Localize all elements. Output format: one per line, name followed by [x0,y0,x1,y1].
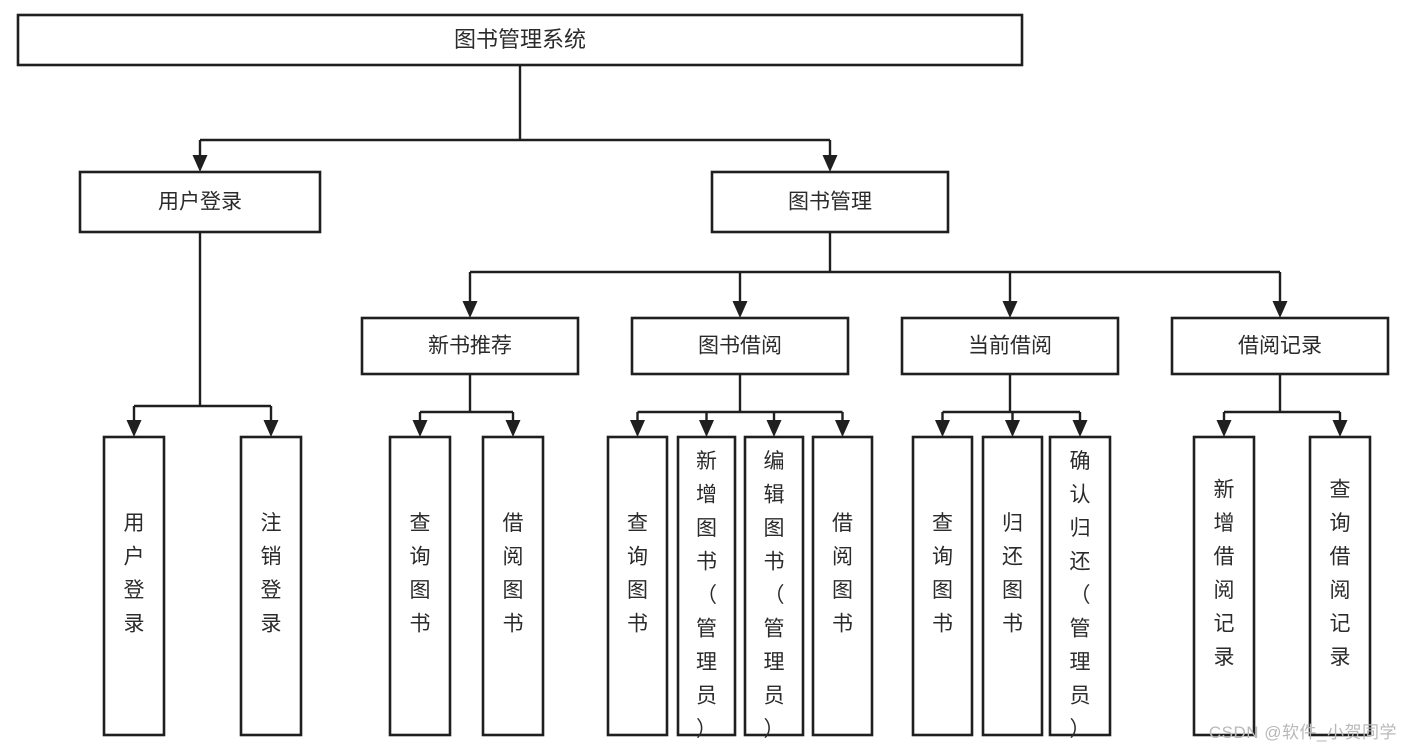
node-leaf-confirm-return[interactable]: 确认归还（管理员） [1048,435,1112,741]
node-leaf-query-book-borrow-box[interactable] [606,435,669,737]
arrow-head-icon [192,155,208,172]
node-book-borrow-box[interactable] [630,316,850,376]
node-leaf-return-book-box[interactable] [981,435,1044,737]
node-leaf-add-record-box[interactable] [1192,435,1256,737]
node-leaf-user-logout-label: 注销登录 [261,512,282,636]
node-leaf-add-book-box[interactable] [676,435,737,737]
node-leaf-query-book-borrow[interactable]: 查询图书 [606,435,669,737]
node-leaf-borrow-book-box[interactable] [811,435,874,737]
arrow-head-icon [699,420,714,437]
node-borrow-record-label: 借阅记录 [1238,335,1322,358]
node-leaf-query-book-cur-box[interactable] [911,435,974,737]
arrow-head-icon [935,420,950,437]
arrow-head-icon [1002,301,1018,318]
node-leaf-confirm-return-label: 确认归还（管理员） [1070,450,1091,741]
node-user-login[interactable]: 用户登录 [78,170,322,234]
node-leaf-user-login-label: 用户登录 [124,512,145,636]
node-current-borrow-box[interactable] [900,316,1120,376]
node-leaf-add-book[interactable]: 新增图书（管理员） [676,435,737,741]
node-leaf-query-book-cur[interactable]: 查询图书 [911,435,974,737]
node-leaf-edit-book[interactable]: 编辑图书（管理员） [743,435,805,741]
node-current-borrow[interactable]: 当前借阅 [900,316,1120,376]
node-leaf-user-logout-box[interactable] [239,435,303,737]
node-leaf-add-record[interactable]: 新增借阅记录 [1192,435,1256,737]
node-leaf-borrow-book-rec-label: 借阅图书 [503,512,524,636]
csdn-watermark: CSDN @软件_小贺同学 [1208,723,1397,742]
arrow-head-icon [1272,301,1288,318]
arrow-head-icon [1332,420,1348,437]
node-leaf-query-record[interactable]: 查询借阅记录 [1308,435,1372,737]
node-new-book-rec-label: 新书推荐 [428,335,512,358]
node-leaf-query-record-box[interactable] [1308,435,1372,737]
connector-layer [126,65,1348,437]
node-leaf-return-book[interactable]: 归还图书 [981,435,1044,737]
arrow-head-icon [835,420,850,437]
node-leaf-query-book-rec[interactable]: 查询图书 [388,435,452,737]
node-book-borrow[interactable]: 图书借阅 [630,316,850,376]
arrow-head-icon [1005,420,1020,437]
node-leaf-edit-book-label: 编辑图书（管理员） [764,450,785,741]
node-book-borrow-label: 图书借阅 [698,335,782,358]
node-leaf-query-book-cur-label: 查询图书 [932,512,953,636]
node-leaf-add-record-label: 新增借阅记录 [1214,478,1235,669]
node-leaf-edit-book-box[interactable] [743,435,805,737]
arrow-head-icon [263,420,279,437]
node-book-manage-label: 图书管理 [788,191,872,214]
node-leaf-borrow-book-rec-box[interactable] [481,435,545,737]
node-new-book-rec-box[interactable] [360,316,580,376]
node-root-system[interactable]: 图书管理系统 [16,13,1024,67]
arrow-head-icon [1072,420,1088,437]
node-leaf-query-book-rec-label: 查询图书 [410,512,431,636]
node-leaf-add-book-label: 新增图书（管理员） [696,450,717,741]
arrow-head-icon [126,420,142,437]
node-leaf-query-book-rec-box[interactable] [388,435,452,737]
arrow-head-icon [1216,420,1232,437]
node-leaf-borrow-book[interactable]: 借阅图书 [811,435,874,737]
arrow-head-icon [766,420,782,437]
node-leaf-return-book-label: 归还图书 [1002,512,1023,636]
node-root-system-label: 图书管理系统 [454,27,586,52]
node-current-borrow-label: 当前借阅 [968,335,1052,358]
node-borrow-record-box[interactable] [1170,316,1390,376]
node-user-login-label: 用户登录 [158,191,242,214]
node-leaf-user-logout[interactable]: 注销登录 [239,435,303,737]
node-layer: 图书管理系统用户登录图书管理新书推荐图书借阅当前借阅借阅记录用户登录注销登录查询… [16,13,1390,741]
node-leaf-query-book-borrow-label: 查询图书 [627,512,648,636]
node-leaf-borrow-book-rec[interactable]: 借阅图书 [481,435,545,737]
arrow-head-icon [505,420,521,437]
node-borrow-record[interactable]: 借阅记录 [1170,316,1390,376]
arrow-head-icon [822,155,838,172]
node-root-system-box[interactable] [16,13,1024,67]
node-book-manage[interactable]: 图书管理 [710,170,950,234]
node-leaf-borrow-book-label: 借阅图书 [832,512,853,636]
node-new-book-rec[interactable]: 新书推荐 [360,316,580,376]
node-leaf-user-login[interactable]: 用户登录 [102,435,166,737]
node-leaf-confirm-return-box[interactable] [1048,435,1112,737]
arrow-head-icon [462,301,478,318]
arrow-head-icon [732,301,748,318]
arrow-head-icon [412,420,428,437]
node-leaf-user-login-box[interactable] [102,435,166,737]
node-book-manage-box[interactable] [710,170,950,234]
node-user-login-box[interactable] [78,170,322,234]
arrow-head-icon [630,420,645,437]
node-leaf-query-record-label: 查询借阅记录 [1330,478,1351,669]
